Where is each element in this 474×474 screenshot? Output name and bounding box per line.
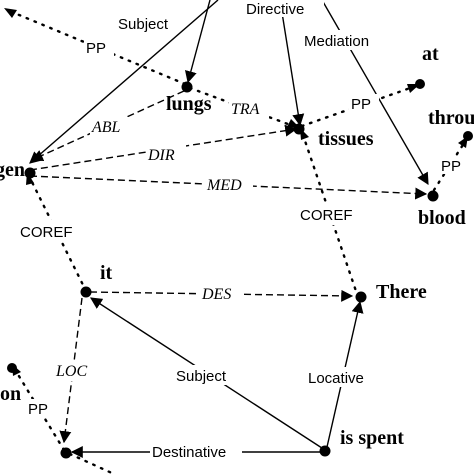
node-label-it: it — [100, 262, 113, 284]
node-dot-there — [355, 291, 367, 303]
edge-label-coref-right: COREF — [300, 207, 353, 224]
node-label-oxygen: gen — [0, 159, 25, 181]
arrowhead-pp-top-left — [4, 8, 17, 18]
node-label-lungs: lungs — [166, 93, 212, 115]
node-dot-on — [7, 363, 17, 373]
node-dot-blood — [427, 190, 439, 202]
node-dot-is-spent — [319, 445, 331, 457]
edge-label-locative: Locative — [308, 370, 364, 387]
edge-label-abl: ABL — [91, 119, 121, 136]
edge-label-pp-blood-through: PP — [441, 158, 461, 175]
edge-label-tra: TRA — [231, 101, 260, 118]
node-dot-at — [415, 79, 425, 89]
edge-to-lungs — [185, 0, 211, 84]
edge-label-pp-tissues-at: PP — [351, 96, 371, 113]
edge-directive — [279, 0, 305, 127]
node-dot-through — [463, 131, 473, 141]
node-dot-lungs — [181, 81, 193, 93]
node-label-is-spent: is spent — [340, 427, 404, 449]
node-dot-tissues — [293, 123, 305, 135]
node-label-on: on — [0, 383, 21, 405]
edge-label-directive: Directive — [246, 1, 304, 18]
node-dot-bottom-left — [60, 447, 72, 459]
edge-label-coref-left: COREF — [20, 224, 73, 241]
edge-label-mediation: Mediation — [304, 33, 369, 50]
edge-label-pp-bottom-left: PP — [28, 401, 48, 418]
edge-bottom-left-out — [68, 452, 116, 474]
edge-label-med: MED — [206, 177, 242, 194]
node-label-tissues: tissues — [318, 128, 374, 150]
edge-label-subject-top: Subject — [118, 16, 169, 33]
node-label-there: There — [376, 281, 427, 303]
edge-pp-blood-through — [432, 138, 468, 192]
edge-label-subject-bottom: Subject — [176, 368, 227, 385]
edge-pp-bottom-left — [12, 366, 66, 452]
node-dot-oxygen — [24, 167, 36, 179]
edge-subject-top — [29, 0, 219, 164]
edge-tra — [188, 86, 298, 129]
node-dot-it — [80, 286, 92, 298]
edge-label-dir: DIR — [147, 147, 175, 164]
edge-label-loc: LOC — [55, 363, 87, 380]
node-label-blood: blood — [418, 207, 466, 229]
node-label-through: throu — [428, 107, 474, 129]
edge-label-destinative: Destinative — [152, 444, 226, 461]
edge-mediation — [321, 0, 429, 186]
node-label-at: at — [422, 43, 439, 65]
edge-label-pp-top-left: PP — [86, 40, 106, 57]
edge-label-des: DES — [201, 286, 231, 303]
